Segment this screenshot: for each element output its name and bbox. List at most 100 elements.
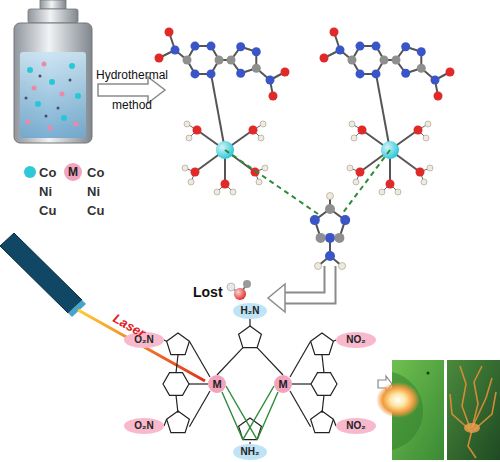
coordination-structure-part-part	[189, 383, 208, 384]
autoclave-part-part	[49, 79, 55, 85]
node-label: M	[202, 375, 232, 393]
coordination-structure-part	[239, 326, 262, 348]
ignition-photo-part-part	[468, 430, 476, 458]
aminotriazole-molecule-part-part	[325, 204, 335, 214]
metal-center: M	[208, 375, 226, 393]
coordination-structure-part	[164, 319, 336, 444]
coordination-structure-part-part	[257, 392, 278, 440]
hydrogen-bond	[225, 150, 390, 214]
autoclave-part-part	[42, 62, 47, 67]
loss-arrow	[268, 266, 330, 312]
element-list: Co Ni Cu	[87, 163, 108, 220]
aminotriazole-molecule-part-part	[325, 251, 335, 261]
legend-text: Co Ni Cu	[39, 163, 60, 220]
coordination-structure	[163, 319, 337, 444]
coordination-structure-part	[311, 411, 334, 433]
metal-key: MCo Ni Cu	[64, 163, 108, 221]
autoclave-part	[28, 9, 78, 23]
laser-device-part	[78, 310, 205, 381]
autoclave-part-part	[39, 75, 42, 78]
coordination-structure-part-part	[226, 386, 257, 440]
autoclave-part	[40, 0, 66, 9]
nitro-group: O₂N	[124, 418, 164, 434]
aminotriazole-molecule-part-part	[334, 233, 344, 243]
aminotriazole-molecule-part	[310, 215, 350, 261]
coordination-structure-part	[311, 333, 334, 355]
water-molecule-part	[234, 288, 246, 300]
coordination-structure-part	[167, 333, 190, 355]
coordination-structure-part-part	[164, 340, 167, 341]
aminotriazole-molecule-part-part	[339, 263, 346, 270]
autoclave-part	[20, 52, 86, 138]
autoclave-part-part	[35, 101, 41, 107]
node-label: H₂N	[227, 303, 273, 319]
coordination-structure-part-part	[243, 386, 274, 440]
hydrogen-bond-part	[225, 150, 318, 214]
autoclave-part-part	[26, 120, 31, 125]
laser-device-part	[0, 233, 82, 313]
legend-swatch	[24, 166, 36, 178]
coordination-structure-part-part	[164, 419, 167, 426]
autoclave-part-part	[69, 79, 72, 82]
amino-group: NH₂	[233, 444, 267, 460]
aminotriazole-molecule-part-part	[315, 263, 322, 270]
aminotriazole-molecule-part	[315, 193, 346, 270]
aminotriazole-molecule	[310, 193, 350, 270]
aminotriazole-molecule-part-part	[340, 215, 350, 225]
aminotriazole-molecule-part	[316, 204, 345, 243]
coordination-structure-part-part	[290, 341, 311, 377]
node-label: O₂N	[118, 418, 170, 434]
nitro-group: NO₂	[336, 418, 376, 434]
coordination-structure-part-part	[322, 395, 324, 413]
coordination-structure-part	[167, 411, 190, 433]
coordination-structure-part-part	[322, 355, 324, 373]
autoclave-part-part	[27, 67, 33, 73]
coordination-structure-part-part	[189, 341, 210, 377]
loss-label: Lost	[193, 283, 233, 301]
aminotriazole-molecule-part-part	[327, 193, 334, 200]
coordination-structure-part	[311, 373, 337, 396]
node-label: M	[268, 375, 298, 393]
coordination-structure-part-part	[176, 355, 178, 373]
autoclave-part	[14, 23, 92, 143]
coordination-structure-part-part	[292, 383, 311, 384]
coordination-structure-part-part	[257, 348, 283, 375]
metal-center: M	[274, 375, 292, 393]
coordination-structure-part-part	[176, 395, 178, 413]
coordination-structure-part-part	[249, 442, 250, 444]
autoclave-part-part	[57, 107, 60, 110]
ignition-photo-part	[450, 366, 496, 458]
metal-complex-part	[155, 28, 290, 196]
coordination-structure-part-part	[249, 319, 250, 326]
autoclave-part	[27, 63, 81, 121]
coordination-structure-part	[222, 386, 278, 440]
ignition-photo-part	[427, 372, 430, 375]
hydrogen-bond-part	[342, 150, 390, 214]
autoclave-part-part	[69, 63, 75, 69]
node-label: NO₂	[330, 418, 382, 434]
metal-complex-part	[320, 28, 455, 196]
coordination-structure-part-part	[290, 391, 311, 427]
ignition-photo-part-part	[472, 378, 492, 428]
laser-device	[0, 233, 205, 381]
coordination-structure-part-part	[217, 348, 243, 375]
autoclave-part-part	[75, 93, 81, 99]
autoclave-part	[26, 62, 79, 131]
aminotriazole-molecule-part-part	[316, 233, 326, 243]
water-molecule-part	[234, 288, 246, 300]
coordination-structure-part-part	[222, 392, 243, 440]
amino-group: H₂N	[233, 303, 267, 319]
loss-arrow-part	[268, 284, 285, 312]
autoclave-part-part	[48, 126, 53, 131]
legend-entry: Co Ni Cu	[24, 163, 64, 221]
coordination-structure-part-part	[333, 340, 336, 341]
nitro-group: NO₂	[336, 332, 376, 348]
ignition-photo	[376, 360, 500, 460]
node-label: NH₂	[227, 444, 273, 460]
ignition-photo-part	[376, 382, 420, 418]
autoclave-part-part	[74, 122, 79, 127]
coordination-structure-part-part	[333, 419, 336, 426]
aminotriazole-molecule-part	[315, 196, 345, 266]
